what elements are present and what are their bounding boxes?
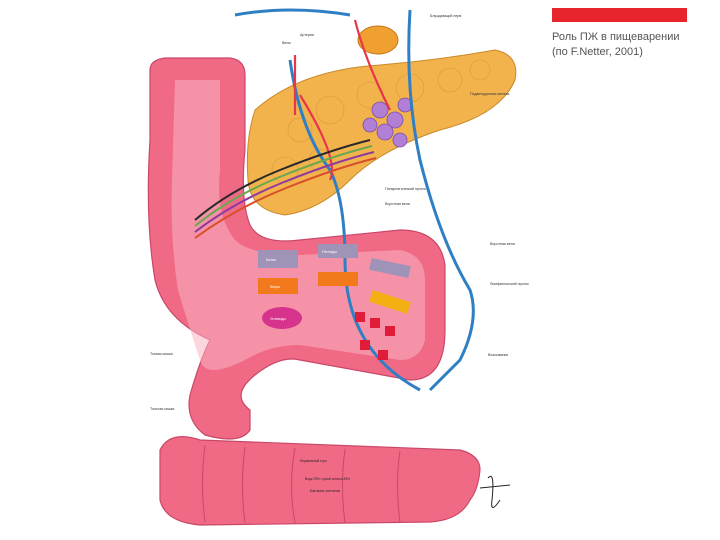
label-large-intestine: Толстая кишка <box>150 407 174 411</box>
label-arteries: Артерии <box>300 33 314 37</box>
label-colon-note-2: Бактерии, клетчатка <box>310 489 340 493</box>
label-pancreatic-duct: Панкреатический проток <box>385 187 426 191</box>
label-absorb: Всасывание <box>488 353 508 357</box>
fatty-acids-box <box>318 272 358 286</box>
label-peptides: Пептиды <box>322 250 337 254</box>
label-fat: Жиры <box>270 285 280 289</box>
label-protein: Белки <box>266 258 276 262</box>
label-lymph-right: Лимфатический проток <box>490 282 529 286</box>
slide-title: Роль ПЖ в пищеварении (по F.Netter, 2001… <box>552 30 712 60</box>
title-accent-bar <box>552 8 687 22</box>
slide-title-line-1: Роль ПЖ в пищеварении <box>552 30 712 45</box>
protein-box <box>258 250 298 268</box>
label-veins: Вены <box>282 41 291 45</box>
slide-title-line-2: (по F.Netter, 2001) <box>552 45 712 60</box>
label-pancreas: Поджелудочная железа <box>470 92 509 96</box>
label-portal-right: Воротная вена <box>490 242 515 246</box>
label-small-intestine: Тонкая кишка <box>150 352 173 356</box>
netter-signature <box>480 476 510 507</box>
label-portal-vein: Воротная вена <box>385 202 410 206</box>
label-vagus: Блуждающий нерв <box>430 14 461 18</box>
label-colon-note-1: Вода 75% / сухой остаток 25% <box>305 477 350 481</box>
label-carb: Углеводы <box>270 317 286 321</box>
label-colon-note: Нормальный стул <box>300 459 327 463</box>
digestion-illustration: Поджелудочная железа Панкреатический про… <box>140 0 540 540</box>
